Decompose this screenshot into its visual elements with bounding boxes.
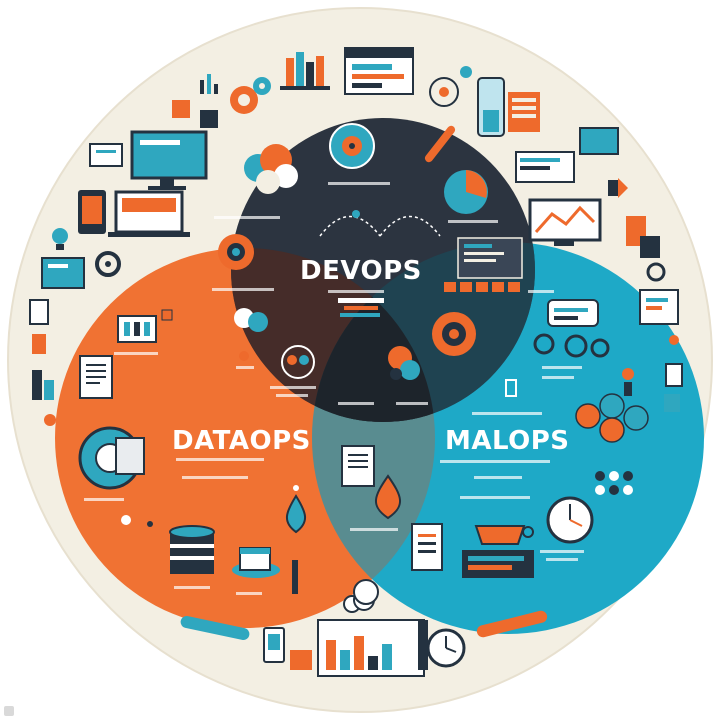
pen-icon bbox=[424, 125, 456, 163]
caption-bars bbox=[84, 182, 584, 595]
overlap-dev-ml bbox=[312, 242, 535, 422]
database-icon bbox=[169, 525, 215, 574]
bar-chart-icon bbox=[317, 619, 425, 677]
film-clapper-icon bbox=[344, 47, 414, 95]
gear-icon bbox=[95, 251, 121, 277]
gear-icon bbox=[78, 426, 145, 490]
dashboard-icon bbox=[429, 66, 472, 107]
gear-icon bbox=[388, 346, 420, 380]
water-drop-icon bbox=[286, 485, 306, 534]
monitor-icon bbox=[130, 130, 208, 190]
monitor-icon bbox=[41, 257, 85, 289]
tablet-icon bbox=[78, 190, 106, 234]
server-rack-icon bbox=[457, 237, 523, 279]
tablet-icon bbox=[263, 627, 285, 663]
coffee-cup-icon bbox=[290, 650, 312, 670]
document-icon bbox=[79, 355, 113, 399]
coffee-cup-icon bbox=[232, 547, 280, 578]
monitor-icon bbox=[515, 151, 575, 183]
monitor-icon bbox=[547, 299, 599, 327]
monitor-icon bbox=[639, 289, 679, 325]
water-drop-icon bbox=[375, 474, 401, 520]
server-rack-icon bbox=[117, 309, 173, 343]
gear-icon bbox=[622, 368, 634, 396]
clock-icon bbox=[418, 620, 466, 670]
document-icon bbox=[341, 445, 375, 487]
monitor-icon bbox=[89, 143, 123, 167]
bar-chart-icon bbox=[200, 74, 218, 94]
gear-icon bbox=[646, 262, 666, 282]
dashboard-icon bbox=[444, 170, 488, 214]
pen-icon bbox=[180, 610, 548, 641]
server-rack-icon bbox=[462, 550, 534, 578]
bar-chart-icon bbox=[595, 471, 633, 495]
monitor-icon bbox=[528, 198, 602, 246]
lightbulb-icon bbox=[44, 414, 56, 426]
monitor-icon bbox=[579, 127, 619, 155]
bar-chart-icon bbox=[338, 298, 384, 317]
lightbulb-icon bbox=[52, 228, 68, 250]
devops-title: DEVOPS bbox=[300, 256, 422, 286]
cloud-icon bbox=[575, 393, 649, 443]
bar-chart-icon bbox=[239, 351, 249, 361]
document-icon bbox=[29, 299, 49, 354]
cloud-icon bbox=[353, 579, 379, 605]
pen-icon bbox=[292, 560, 298, 594]
cloud-icon bbox=[244, 144, 298, 194]
mlops-title: MALOPS bbox=[445, 426, 570, 456]
lightbulb-icon bbox=[669, 335, 679, 345]
dashboard-icon bbox=[329, 123, 375, 169]
document-icon bbox=[664, 363, 683, 412]
rocket-icon bbox=[608, 178, 628, 198]
lightbulb-icon bbox=[121, 515, 153, 527]
cloud-icon bbox=[234, 308, 268, 332]
gear-icon bbox=[218, 234, 254, 270]
flow-arrows bbox=[319, 210, 441, 237]
gear-icon bbox=[230, 77, 271, 114]
coffee-cup-icon bbox=[172, 100, 218, 128]
lightbulb-icon bbox=[505, 379, 517, 397]
corner-mark bbox=[4, 706, 14, 716]
bar-chart-icon bbox=[32, 370, 54, 400]
coffee-cup-icon bbox=[474, 525, 534, 545]
dashboard-icon bbox=[281, 345, 315, 379]
laptop-icon bbox=[108, 190, 190, 237]
gear-icon bbox=[432, 312, 476, 356]
server-rack-icon bbox=[477, 77, 540, 137]
gear-icon bbox=[533, 333, 610, 358]
clock-icon bbox=[546, 496, 594, 544]
server-rack-icon bbox=[444, 282, 520, 292]
server-rack-icon bbox=[626, 216, 660, 258]
clipboard-icon bbox=[411, 523, 443, 571]
dataops-title: DATAOPS bbox=[172, 426, 311, 456]
bar-chart-icon bbox=[280, 52, 330, 90]
